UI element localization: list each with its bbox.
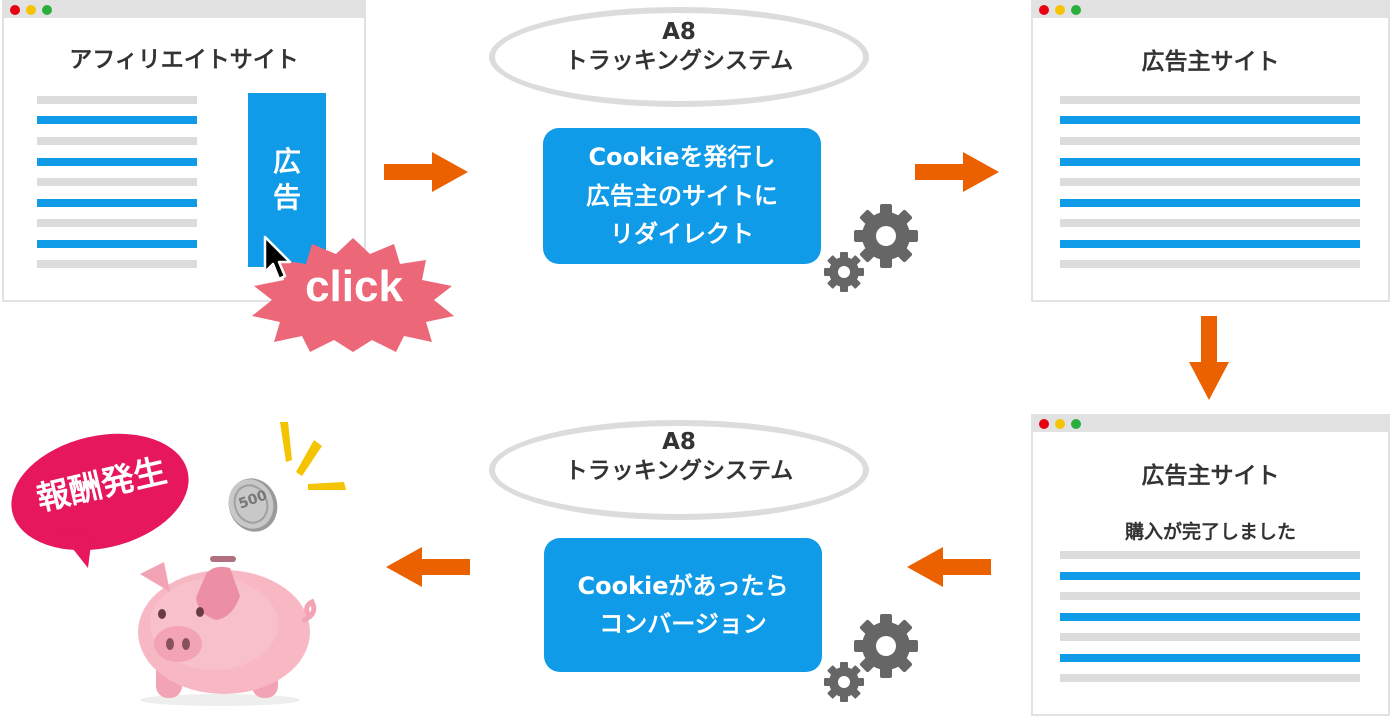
- content-line: [37, 240, 197, 248]
- arrow-right-icon: [915, 152, 999, 192]
- advertiser-site-title: 広告主サイト: [1141, 49, 1280, 75]
- content-line: [1060, 551, 1360, 559]
- affiliate-site-window: アフィリエイトサイト 広 告: [2, 0, 366, 302]
- maximize-dot-icon: [1071, 419, 1081, 429]
- click-burst: [252, 238, 454, 352]
- content-line: [1060, 137, 1360, 145]
- mouse-cursor-icon: [263, 235, 292, 281]
- close-dot-icon: [10, 5, 20, 15]
- content-line: [1060, 240, 1360, 248]
- cookie-issue-box: Cookieを発行し 広告主のサイトに リダイレクト: [543, 128, 821, 264]
- advertiser-site-title: 広告主サイト: [1141, 463, 1280, 489]
- cookie-issue-line1: Cookieを発行し: [588, 143, 776, 172]
- tracking-system-oval: [489, 7, 869, 107]
- content-line: [37, 116, 197, 124]
- close-dot-icon: [1039, 5, 1049, 15]
- advertiser-site-window: 広告主サイト: [1031, 0, 1390, 302]
- content-line: [1060, 633, 1360, 641]
- purchase-complete-message: 購入が完了しました: [1124, 521, 1296, 543]
- arrow-right-icon: [384, 152, 468, 192]
- ad-banner[interactable]: 広 告: [248, 93, 326, 267]
- window-titlebar: [1033, 2, 1388, 18]
- arrow-left-icon: [907, 547, 991, 587]
- window-titlebar: [4, 2, 364, 18]
- minimize-dot-icon: [1055, 5, 1065, 15]
- content-line: [1060, 674, 1360, 682]
- content-line: [1060, 178, 1360, 186]
- arrow-down-icon: [1189, 316, 1229, 400]
- tracking-title-line2: トラッキングシステム: [564, 457, 794, 484]
- content-line: [1060, 260, 1360, 268]
- click-label: click: [305, 262, 403, 311]
- tracking-system-oval: [489, 420, 869, 520]
- content-line: [37, 178, 197, 186]
- arrow-left-icon: [386, 547, 470, 587]
- sparkle-icon: [280, 422, 346, 490]
- content-line: [37, 96, 197, 104]
- content-line: [37, 199, 197, 207]
- conversion-line2: コンバージョン: [599, 610, 767, 638]
- minimize-dot-icon: [26, 5, 36, 15]
- content-line: [1060, 613, 1360, 621]
- content-line: [1060, 116, 1360, 124]
- maximize-dot-icon: [1071, 5, 1081, 15]
- conversion-box: Cookieがあったら コンバージョン: [544, 538, 822, 672]
- close-dot-icon: [1039, 419, 1049, 429]
- conversion-line1: Cookieがあったら: [577, 571, 789, 600]
- window-titlebar: [1033, 416, 1388, 432]
- content-line: [37, 137, 197, 145]
- tracking-title-line1: A8: [662, 429, 696, 455]
- content-line: [37, 219, 197, 227]
- gears-icon: [824, 614, 918, 702]
- content-line: [1060, 592, 1360, 600]
- cookie-issue-line3: リダイレクト: [610, 220, 754, 249]
- maximize-dot-icon: [42, 5, 52, 15]
- content-line: [1060, 572, 1360, 580]
- content-line: [1060, 96, 1360, 104]
- content-line: [37, 260, 197, 268]
- content-line: [1060, 158, 1360, 166]
- content-line: [37, 158, 197, 166]
- coin-icon: [228, 478, 278, 532]
- cookie-issue-line2: 広告主のサイトに: [586, 181, 778, 210]
- reward-speech-bubble: [11, 433, 189, 568]
- gears-icon: [824, 204, 918, 292]
- content-line: [1060, 199, 1360, 207]
- content-line: [1060, 654, 1360, 662]
- affiliate-site-title: アフィリエイトサイト: [69, 47, 299, 73]
- content-line: [1060, 219, 1360, 227]
- tracking-title-line1: A8: [662, 19, 696, 45]
- advertiser-purchase-window: 広告主サイト 購入が完了しました: [1031, 414, 1390, 716]
- tracking-title-line2: トラッキングシステム: [564, 47, 794, 74]
- minimize-dot-icon: [1055, 419, 1065, 429]
- piggy-bank-icon: [138, 556, 317, 706]
- tracking-system-title: A8 トラッキングシステム: [489, 428, 869, 486]
- tracking-system-title: A8 トラッキングシステム: [489, 18, 869, 76]
